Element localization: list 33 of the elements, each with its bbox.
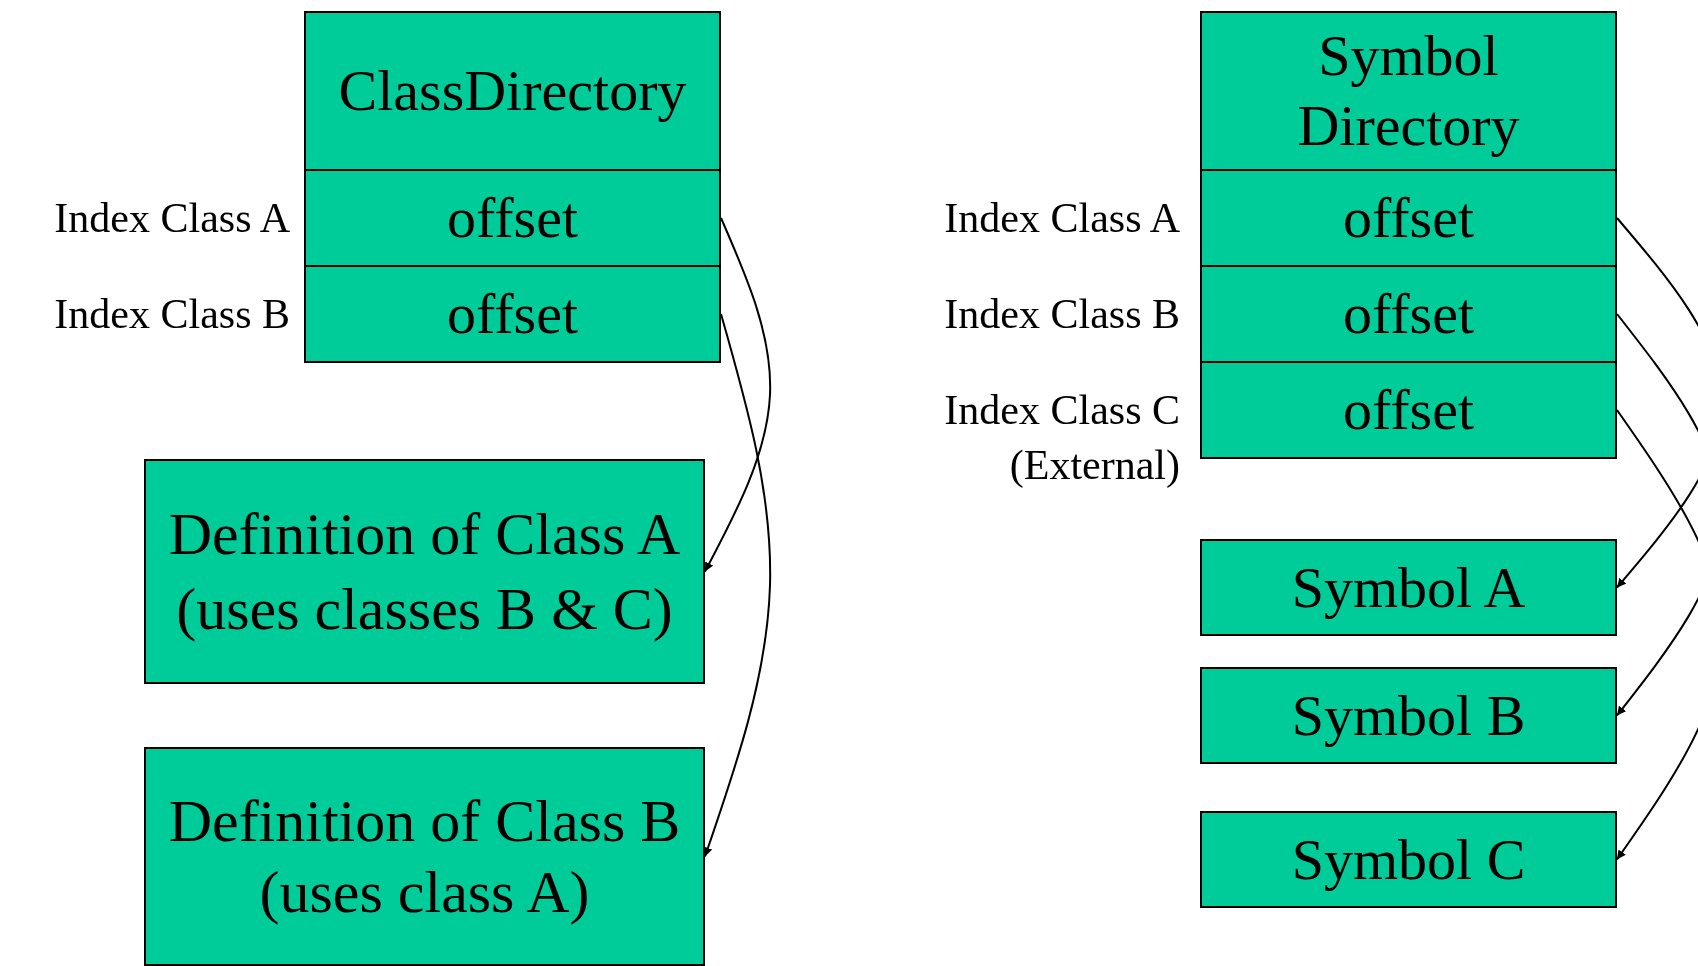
definition-box: [144, 747, 705, 966]
header-cell: [1200, 11, 1617, 171]
offset-cell: [1200, 361, 1617, 459]
cell-text: offset: [1343, 184, 1474, 253]
offset-cell: [304, 265, 721, 363]
offset-cell: [1200, 169, 1617, 267]
definition-box: [144, 459, 705, 684]
curved-arrow: [704, 217, 772, 573]
cell-text: Symbol C: [1291, 825, 1526, 894]
cell-text: Definition of Class A (uses classes B & C): [167, 499, 682, 644]
row-label: Index Class B: [943, 290, 1180, 339]
symbol-box: [1200, 811, 1617, 908]
cell-text: ClassDirectory: [338, 57, 687, 126]
cell-text: offset: [447, 184, 578, 253]
row-label: Index Class B: [53, 290, 290, 339]
cell-text: offset: [447, 280, 578, 349]
curved-arrow: [1616, 409, 1698, 861]
symbol-box: [1200, 539, 1617, 636]
cell-text: offset: [1343, 376, 1474, 445]
cell-text: Definition of Class B (uses class A): [167, 786, 682, 927]
row-label: Index Class A: [943, 194, 1180, 243]
curved-arrow: [1616, 217, 1698, 589]
offset-cell: [1200, 265, 1617, 363]
cell-text: offset: [1343, 280, 1474, 349]
symbol-box: [1200, 667, 1617, 764]
header-cell: [304, 11, 721, 171]
row-label: Index Class A: [53, 194, 290, 243]
cell-text: Symbol A: [1291, 553, 1526, 622]
cell-text: Symbol Directory: [1296, 22, 1521, 160]
curved-arrow: [1616, 313, 1698, 717]
cell-text: Symbol B: [1291, 681, 1526, 750]
offset-cell: [304, 169, 721, 267]
row-label: Index Class C (External): [943, 386, 1180, 490]
